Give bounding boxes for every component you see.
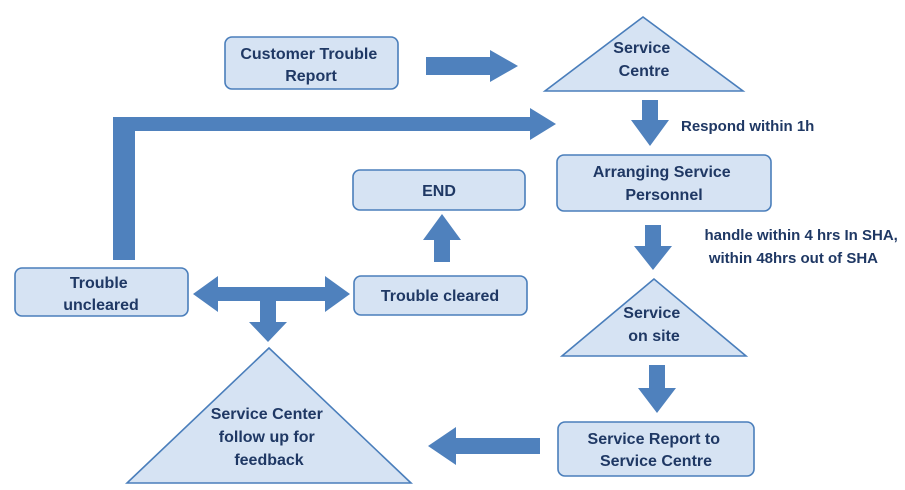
service-on-site-label: Service on site (623, 305, 684, 345)
follow-up-triangle (124, 346, 414, 484)
trouble-uncleared-box (14, 267, 189, 317)
service-report-label: Service Report to Service Centre (588, 431, 725, 470)
follow-up-label: Service Center follow up for feedback (211, 406, 328, 469)
arrow-report-to-followup (428, 427, 540, 465)
handle-note: handle within 4 hrs In SHA, within 48hrs… (704, 227, 902, 267)
arrow-cleared-to-end (423, 214, 461, 262)
arrow-report-to-centre (426, 50, 518, 82)
arrow-uncleared-cleared (193, 276, 350, 312)
trouble-uncleared-label: Trouble uncleared (63, 275, 139, 314)
service-centre-triangle (542, 16, 746, 92)
trouble-cleared-box (353, 275, 528, 316)
arranging-label: Arranging Service Personnel (593, 164, 735, 204)
arrow-onsite-to-report (638, 365, 676, 413)
arrow-down-to-followup (249, 301, 287, 342)
customer-report-box (224, 36, 399, 90)
respond-note: Respond within 1h (681, 118, 814, 135)
arranging-box (556, 154, 772, 212)
trouble-cleared-label: Trouble cleared (381, 288, 499, 305)
end-box (352, 169, 526, 211)
service-centre-label: Service Centre (613, 40, 674, 80)
customer-report-label: Customer Trouble Report (240, 46, 381, 85)
service-on-site-triangle (559, 277, 749, 357)
arrow-centre-to-arranging (631, 100, 669, 146)
service-report-box (557, 421, 755, 477)
arrow-arranging-to-onsite (634, 225, 672, 270)
arrow-uncleared-loop (113, 108, 556, 260)
end-label: END (422, 183, 456, 200)
